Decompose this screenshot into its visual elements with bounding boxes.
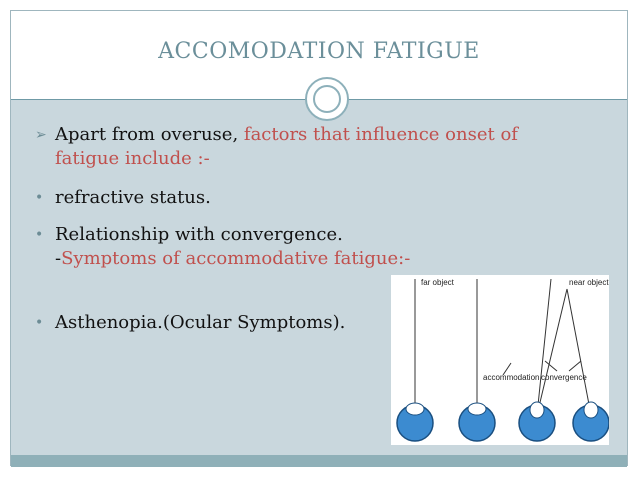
near-object-label: near object — [569, 278, 609, 287]
bullet-3-dash: - — [55, 248, 62, 269]
accommodation-diagram: far object near object accommodation con… — [391, 275, 610, 445]
bullet-2-text: refractive status. — [55, 187, 211, 208]
arrow-bullet-icon: ➢ — [35, 127, 47, 143]
bullet-3-highlight: Symptoms of accommodative fatigue:- — [61, 248, 411, 269]
dot-bullet-icon: • — [35, 227, 44, 243]
dot-bullet-icon: • — [35, 190, 44, 206]
slide-title: ACCOMODATION FATIGUE — [158, 39, 480, 64]
divider-ornament-icon — [305, 77, 349, 121]
eye-icon-1 — [396, 402, 434, 442]
footer-band — [11, 455, 627, 467]
slide-frame: ACCOMODATION FATIGUE ➢ Apart from overus… — [10, 10, 628, 467]
eye-icon-3 — [518, 401, 556, 442]
dot-bullet-icon: • — [35, 315, 44, 331]
bullet-4-text: Asthenopia.(Ocular Symptoms). — [55, 312, 346, 333]
convergence-label: convergence — [541, 373, 587, 382]
bullet-1-highlight: factors that influence onset of — [243, 124, 518, 145]
eye-icon-2 — [458, 402, 496, 442]
far-object-label: far object — [421, 278, 455, 287]
content-area: ➢ Apart from overuse, factors that influ… — [11, 99, 627, 455]
eye-diagram-svg: far object near object accommodation con… — [391, 275, 610, 445]
bullet-1-continuation: fatigue include :- — [55, 148, 210, 169]
bullet-1-text: Apart from overuse, — [55, 124, 244, 145]
accommodation-label: accommodation — [483, 373, 539, 382]
bullet-3-text: Relationship with convergence. — [55, 224, 343, 245]
